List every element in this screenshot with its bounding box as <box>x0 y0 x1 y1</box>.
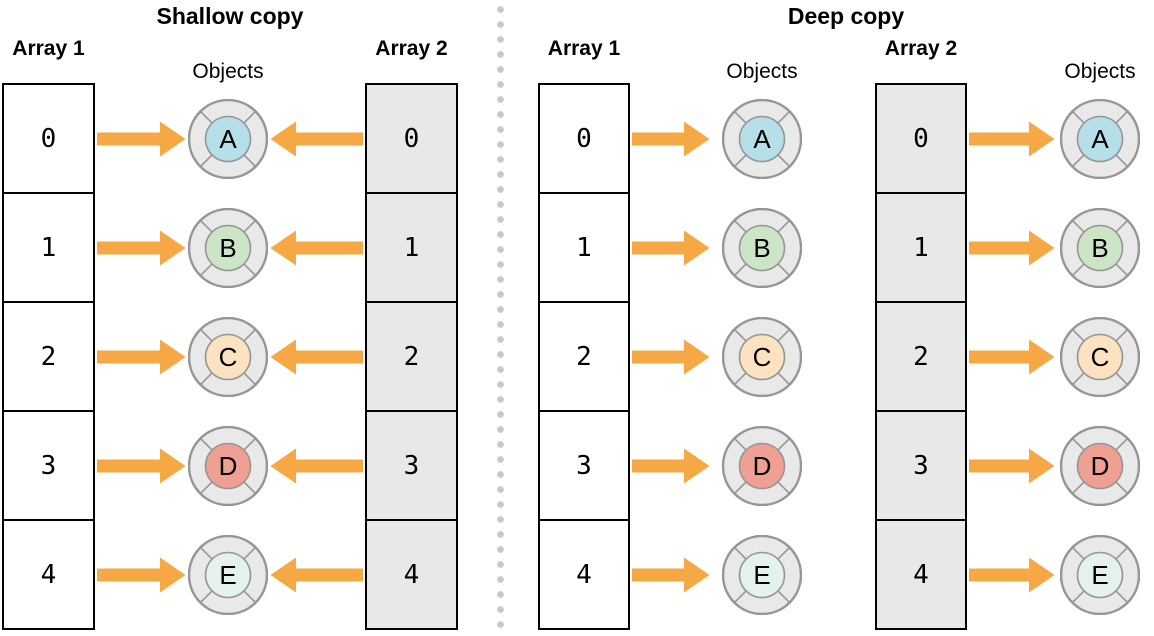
shallow-objects-label: Objects <box>192 60 264 83</box>
object-ring-icon: E <box>1060 534 1140 615</box>
array-cell: 3 <box>2 410 95 521</box>
arrow-left-icon <box>270 448 363 483</box>
array-cell: 4 <box>365 519 458 630</box>
object-ring-icon: E <box>722 534 802 615</box>
array-cell: 3 <box>365 410 458 521</box>
arrow-left-icon <box>270 121 363 156</box>
arrow-right-icon <box>632 339 710 374</box>
arrow-right-icon <box>97 339 186 374</box>
deep-array1-label: Array 1 <box>547 37 621 60</box>
array-cell: 3 <box>538 410 630 521</box>
object-letter: A <box>1091 124 1109 154</box>
object-letter: D <box>753 451 772 481</box>
array-cell: 2 <box>2 301 95 412</box>
object-letter: A <box>753 124 771 154</box>
object-letter: D <box>1091 451 1110 481</box>
arrow-right-icon <box>97 557 186 592</box>
object-letter: A <box>219 124 237 154</box>
array-cell: 2 <box>538 301 630 412</box>
arrow-left-icon <box>270 557 363 592</box>
array-cell: 4 <box>875 519 967 630</box>
arrow-right-icon <box>632 230 710 265</box>
object-ring-icon: C <box>1060 316 1140 397</box>
arrow-right-icon <box>632 448 710 483</box>
object-letter: B <box>753 233 770 263</box>
object-letter: E <box>1091 560 1108 590</box>
object-letter: E <box>753 560 770 590</box>
arrow-right-icon <box>632 557 710 592</box>
object-ring-icon: D <box>188 425 268 506</box>
array-cell: 4 <box>538 519 630 630</box>
array-cell: 1 <box>875 192 967 303</box>
array-cell: 1 <box>538 192 630 303</box>
object-ring-icon: D <box>722 425 802 506</box>
array-cell: 2 <box>365 301 458 412</box>
arrow-right-icon <box>97 448 186 483</box>
object-ring-icon: A <box>722 98 802 179</box>
arrow-left-icon <box>270 230 363 265</box>
array-cell: 4 <box>2 519 95 630</box>
object-letter: C <box>219 342 238 372</box>
deep-objects1-label: Objects <box>726 60 798 83</box>
array-cell: 0 <box>2 83 95 194</box>
object-letter: E <box>219 560 236 590</box>
object-ring-icon: C <box>722 316 802 397</box>
array-cell: 3 <box>875 410 967 521</box>
object-ring-icon: C <box>188 316 268 397</box>
object-letter: B <box>219 233 236 263</box>
arrow-right-icon <box>969 557 1055 592</box>
object-ring-icon: B <box>722 207 802 288</box>
deep-copy-title: Deep copy <box>787 3 905 29</box>
object-letter: B <box>1091 233 1108 263</box>
arrow-right-icon <box>632 121 710 156</box>
deep-array2-label: Array 2 <box>884 37 958 60</box>
arrow-right-icon <box>969 448 1055 483</box>
arrow-right-icon <box>969 230 1055 265</box>
object-ring-icon: A <box>188 98 268 179</box>
arrow-right-icon <box>97 230 186 265</box>
dotted-divider <box>497 2 504 636</box>
arrow-right-icon <box>97 121 186 156</box>
object-ring-icon: A <box>1060 98 1140 179</box>
shallow-array1-label: Array 1 <box>12 37 85 60</box>
array-cell: 0 <box>875 83 967 194</box>
shallow-array2-label: Array 2 <box>375 37 448 60</box>
object-letter: D <box>219 451 238 481</box>
arrow-left-icon <box>270 339 363 374</box>
object-ring-icon: B <box>188 207 268 288</box>
object-ring-icon: E <box>188 534 268 615</box>
array-cell: 0 <box>365 83 458 194</box>
array-cell: 0 <box>538 83 630 194</box>
shallow-copy-title: Shallow copy <box>156 3 304 29</box>
arrow-right-icon <box>969 339 1055 374</box>
deep-objects2-label: Objects <box>1064 60 1136 83</box>
object-ring-icon: D <box>1060 425 1140 506</box>
object-ring-icon: B <box>1060 207 1140 288</box>
arrow-right-icon <box>969 121 1055 156</box>
array-cell: 2 <box>875 301 967 412</box>
object-letter: C <box>753 342 772 372</box>
object-letter: C <box>1091 342 1110 372</box>
array-cell: 1 <box>2 192 95 303</box>
array-cell: 1 <box>365 192 458 303</box>
